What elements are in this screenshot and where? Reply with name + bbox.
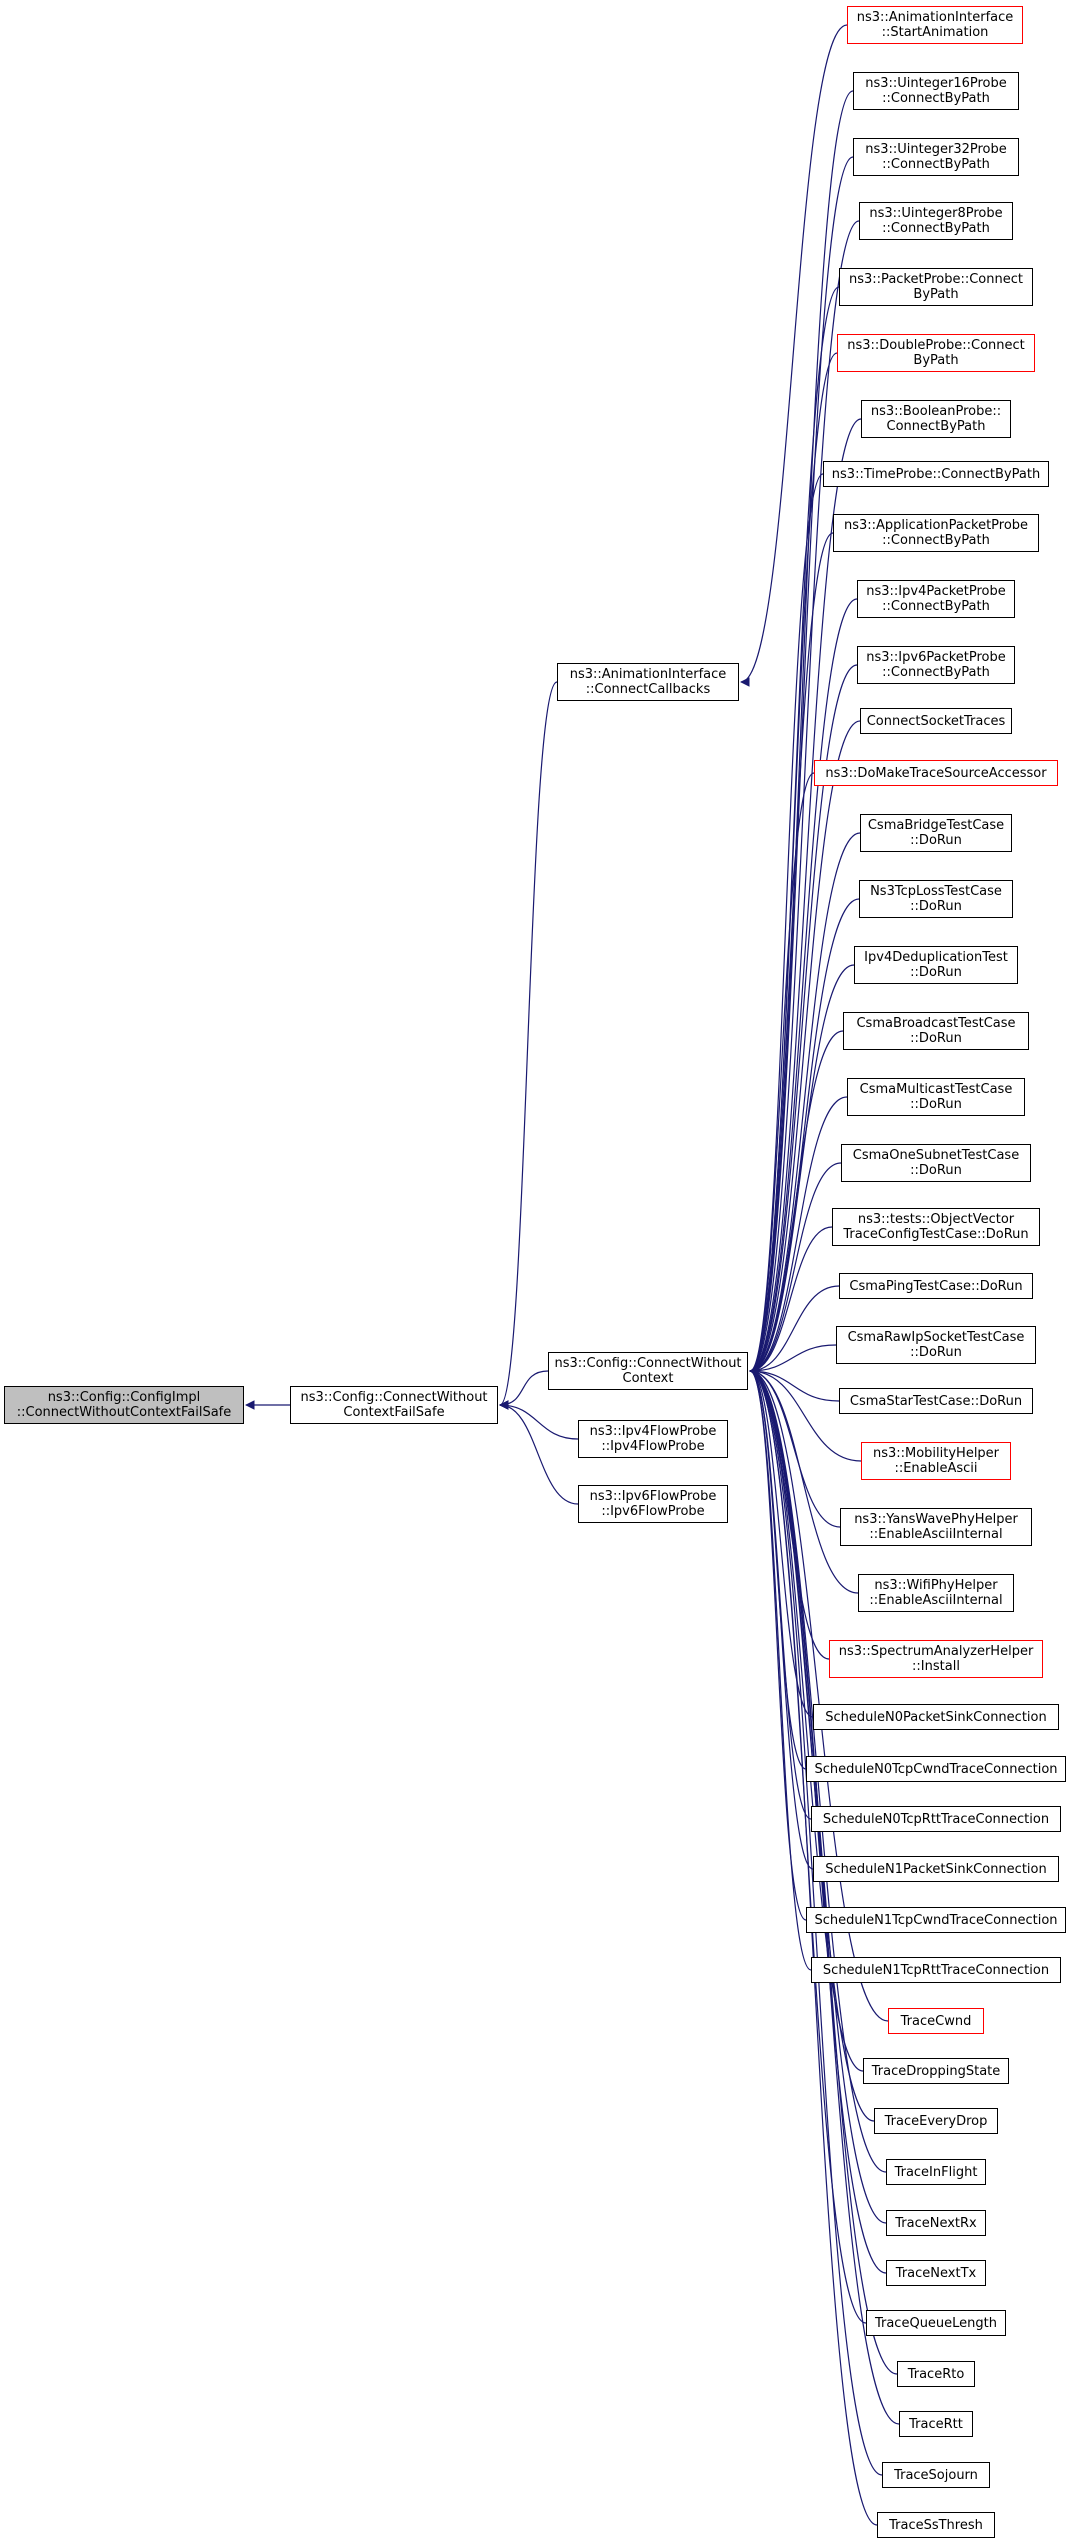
graph-node-domake[interactable]: ns3::DoMakeTraceSourceAccessor	[814, 760, 1058, 786]
edge-startanim-to-animcb	[740, 24, 848, 687]
edge-tracertt-to-cwc	[749, 1366, 900, 2425]
graph-node-boolprobe[interactable]: ns3::BooleanProbe:: ConnectByPath	[861, 400, 1011, 438]
graph-node-doubleprobe[interactable]: ns3::DoubleProbe::Connect ByPath	[837, 334, 1035, 372]
edge-domake-to-cwc	[749, 772, 815, 1376]
graph-node-tracedrop[interactable]: TraceDroppingState	[863, 2058, 1009, 2084]
graph-node-csmabcast[interactable]: CsmaBroadcastTestCase ::DoRun	[843, 1012, 1029, 1050]
edge-n0sink-to-cwc	[749, 1366, 814, 1718]
graph-node-ipv4pp[interactable]: ns3::Ipv4PacketProbe ::ConnectByPath	[857, 580, 1015, 618]
graph-node-mobility[interactable]: ns3::MobilityHelper ::EnableAscii	[861, 1442, 1011, 1480]
edge-csmaone-to-cwc	[749, 1162, 842, 1376]
edge-timeprobe-to-cwc	[749, 473, 824, 1376]
edge-connsock-to-cwc	[749, 720, 861, 1376]
graph-node-csmastar[interactable]: CsmaStarTestCase::DoRun	[839, 1388, 1033, 1414]
graph-node-n0sink[interactable]: ScheduleN0PacketSinkConnection	[813, 1704, 1059, 1730]
graph-node-ipv6fp[interactable]: ns3::Ipv6FlowProbe ::Ipv6FlowProbe	[578, 1485, 728, 1523]
graph-node-traceinflight[interactable]: TraceInFlight	[886, 2159, 986, 2185]
edge-csmastar-to-cwc	[749, 1366, 840, 1402]
edge-n1rtt-to-cwc	[749, 1366, 812, 1971]
edge-doubleprobe-to-cwc	[749, 352, 838, 1376]
graph-node-yans[interactable]: ns3::YansWavePhyHelper ::EnableAsciiInte…	[840, 1508, 1032, 1546]
graph-node-cwcfs[interactable]: ns3::Config::ConnectWithout ContextFailS…	[290, 1386, 498, 1424]
graph-node-animcb[interactable]: ns3::AnimationInterface ::ConnectCallbac…	[557, 663, 739, 701]
graph-node-traceqlen[interactable]: TraceQueueLength	[866, 2310, 1006, 2336]
graph-node-connsock[interactable]: ConnectSocketTraces	[860, 708, 1012, 734]
graph-node-csmarawip[interactable]: CsmaRawIpSocketTestCase ::DoRun	[836, 1326, 1036, 1364]
edge-u16-to-cwc	[749, 90, 854, 1376]
graph-node-ipv4dedup[interactable]: Ipv4DeduplicationTest ::DoRun	[854, 946, 1018, 984]
edge-csmamcast-to-cwc	[749, 1096, 848, 1376]
edge-ipv4fp-to-cwcfs	[499, 1400, 579, 1440]
graph-node-tracesojourn[interactable]: TraceSojourn	[882, 2462, 990, 2488]
edge-tracessthresh-to-cwc	[749, 1366, 878, 2526]
graph-node-csmaone[interactable]: CsmaOneSubnetTestCase ::DoRun	[841, 1144, 1031, 1182]
graph-node-ipv6pp[interactable]: ns3::Ipv6PacketProbe ::ConnectByPath	[857, 646, 1015, 684]
graph-node-n1rtt[interactable]: ScheduleN1TcpRttTraceConnection	[811, 1957, 1061, 1983]
graph-node-traceevery[interactable]: TraceEveryDrop	[874, 2108, 998, 2134]
edge-csmarawip-to-cwc	[749, 1344, 837, 1376]
graph-node-spectrum[interactable]: ns3::SpectrumAnalyzerHelper ::Install	[829, 1640, 1043, 1678]
graph-node-n0rtt[interactable]: ScheduleN0TcpRttTraceConnection	[811, 1806, 1061, 1832]
edge-csmabridge-to-cwc	[749, 832, 861, 1376]
edge-tracedrop-to-cwc	[749, 1366, 864, 2072]
graph-node-tracenextrx[interactable]: TraceNextRx	[886, 2210, 986, 2236]
edge-apppacketprobe-to-cwc	[749, 532, 834, 1376]
graph-node-u16[interactable]: ns3::Uinteger16Probe ::ConnectByPath	[853, 72, 1019, 110]
graph-node-n0cwnd[interactable]: ScheduleN0TcpCwndTraceConnection	[806, 1756, 1066, 1782]
graph-node-root: ns3::Config::ConfigImpl ::ConnectWithout…	[4, 1386, 244, 1424]
graph-node-n1cwnd[interactable]: ScheduleN1TcpCwndTraceConnection	[806, 1907, 1066, 1933]
edge-animcb-to-cwcfs	[499, 681, 558, 1410]
graph-node-csmamcast[interactable]: CsmaMulticastTestCase ::DoRun	[847, 1078, 1025, 1116]
graph-node-tracenexttx[interactable]: TraceNextTx	[886, 2260, 986, 2286]
graph-node-csmaping[interactable]: CsmaPingTestCase::DoRun	[839, 1273, 1033, 1299]
edge-csmaping-to-cwc	[749, 1285, 840, 1376]
edge-objvec-to-cwc	[749, 1226, 833, 1376]
edge-n1sink-to-cwc	[749, 1366, 814, 1870]
edge-csmabcast-to-cwc	[749, 1030, 844, 1376]
graph-node-csmabridge[interactable]: CsmaBridgeTestCase ::DoRun	[860, 814, 1012, 852]
edge-ipv4pp-to-cwc	[749, 598, 858, 1376]
graph-node-ipv4fp[interactable]: ns3::Ipv4FlowProbe ::Ipv4FlowProbe	[578, 1420, 728, 1458]
graph-node-objvec[interactable]: ns3::tests::ObjectVector TraceConfigTest…	[832, 1208, 1040, 1246]
graph-node-ns3tcploss[interactable]: Ns3TcpLossTestCase ::DoRun	[859, 880, 1013, 918]
graph-node-n1sink[interactable]: ScheduleN1PacketSinkConnection	[813, 1856, 1059, 1882]
graph-node-tracerto[interactable]: TraceRto	[897, 2361, 975, 2387]
edge-mobility-to-cwc	[749, 1366, 862, 1462]
graph-node-startanim[interactable]: ns3::AnimationInterface ::StartAnimation	[847, 6, 1023, 44]
graph-node-wifiphy[interactable]: ns3::WifiPhyHelper ::EnableAsciiInternal	[858, 1574, 1014, 1612]
graph-node-tracertt[interactable]: TraceRtt	[899, 2411, 973, 2437]
graph-node-cwc[interactable]: ns3::Config::ConnectWithout Context	[548, 1352, 748, 1390]
graph-node-tracecwnd[interactable]: TraceCwnd	[888, 2008, 984, 2034]
edge-ipv6pp-to-cwc	[749, 664, 858, 1376]
graph-node-packetprobe[interactable]: ns3::PacketProbe::Connect ByPath	[839, 268, 1033, 306]
edge-tracecwnd-to-cwc	[749, 1366, 889, 2022]
edge-wifiphy-to-cwc	[749, 1366, 859, 1594]
graph-node-timeprobe[interactable]: ns3::TimeProbe::ConnectByPath	[823, 461, 1049, 487]
graph-node-u32[interactable]: ns3::Uinteger32Probe ::ConnectByPath	[853, 138, 1019, 176]
graph-node-u8[interactable]: ns3::Uinteger8Probe ::ConnectByPath	[859, 202, 1013, 240]
graph-node-tracessthresh[interactable]: TraceSsThresh	[877, 2512, 995, 2538]
graph-node-apppacketprobe[interactable]: ns3::ApplicationPacketProbe ::ConnectByP…	[833, 514, 1039, 552]
edge-ipv6fp-to-cwcfs	[499, 1400, 579, 1505]
